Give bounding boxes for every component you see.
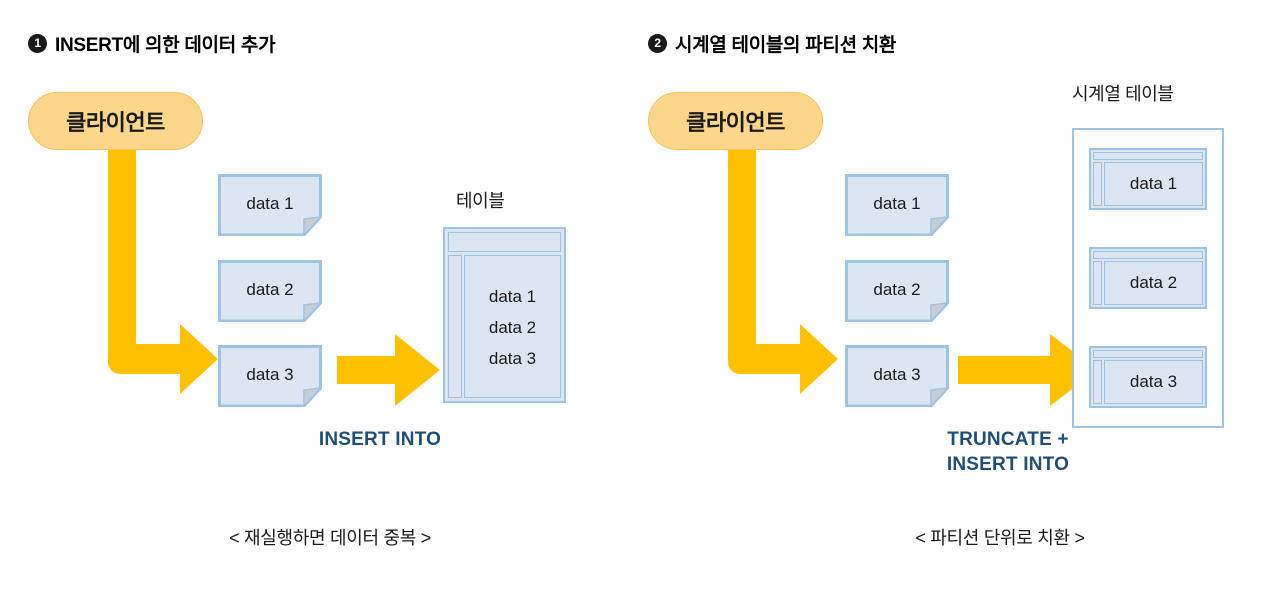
partition-1: data 1 — [1089, 148, 1207, 210]
data-note-1-2: data 2 — [218, 260, 322, 322]
data-note-label: data 1 — [873, 193, 921, 213]
client-to-data-elbow-arrow-2 — [712, 134, 842, 394]
data-note-label: data 2 — [873, 279, 921, 299]
bottom-caption-2: < 파티션 단위로 치환 > — [915, 528, 1085, 548]
sql-label-1: INSERT INTO — [318, 429, 442, 450]
panel-2-heading-text: 시계열 테이블의 파티션 치환 — [675, 35, 897, 56]
client-to-data-elbow-arrow-1 — [92, 134, 222, 394]
data-note-label: data 2 — [246, 279, 294, 299]
data-note-label: data 3 — [873, 364, 921, 384]
data-note-2-2: data 2 — [845, 260, 949, 322]
partition-left-column — [1093, 360, 1102, 404]
table-caption-2: 시계열 테이블 — [1072, 84, 1174, 104]
partition-body: data 3 — [1104, 360, 1203, 404]
data-note-2-1: data 1 — [845, 174, 949, 236]
table-caption-1: 테이블 — [456, 191, 505, 211]
panel-1-heading: 1 INSERT에 의한 데이터 추가 — [28, 30, 276, 57]
client-node-2: 클라이언트 — [648, 92, 823, 150]
table-node-1: data 1 data 2 data 3 — [443, 227, 566, 403]
table-row: data 1 — [488, 287, 537, 306]
partition-body: data 2 — [1104, 261, 1203, 305]
partition-left-column — [1093, 261, 1102, 305]
partition-header-row — [1093, 251, 1203, 259]
data-note-label: data 3 — [246, 364, 294, 384]
insert-into-arrow — [337, 334, 441, 406]
bottom-caption-1: < 재실행하면 데이터 중복 > — [229, 528, 431, 548]
table-row: data 2 — [488, 318, 537, 337]
data-note-label: data 1 — [246, 193, 294, 213]
client-label-1: 클라이언트 — [66, 110, 165, 135]
partition-body: data 1 — [1104, 162, 1203, 206]
data-note-2-3: data 3 — [845, 345, 949, 407]
partition-header-row — [1093, 350, 1203, 358]
panel-1-heading-text: INSERT에 의한 데이터 추가 — [55, 35, 276, 56]
timeseries-table-container: data 1 data 2 data 3 — [1072, 128, 1224, 428]
partition-header-row — [1093, 152, 1203, 160]
panel-2-number-badge: 2 — [648, 34, 667, 53]
data-note-1-1: data 1 — [218, 174, 322, 236]
partition-left-column — [1093, 162, 1102, 206]
panel-1-number-badge: 1 — [28, 34, 47, 53]
panel-2-heading: 2 시계열 테이블의 파티션 치환 — [648, 30, 896, 57]
partition-3: data 3 — [1089, 346, 1207, 408]
truncate-insert-into-arrow — [958, 334, 1098, 406]
partition-2: data 2 — [1089, 247, 1207, 309]
client-node-1: 클라이언트 — [28, 92, 203, 150]
table-left-column — [448, 255, 462, 398]
client-label-2: 클라이언트 — [686, 110, 785, 135]
sql-label-2: TRUNCATE + INSERT INTO — [946, 429, 1070, 476]
table-header-row — [448, 232, 561, 252]
table-row: data 3 — [488, 349, 537, 368]
data-note-1-3: data 3 — [218, 345, 322, 407]
table-body: data 1 data 2 data 3 — [464, 255, 561, 398]
